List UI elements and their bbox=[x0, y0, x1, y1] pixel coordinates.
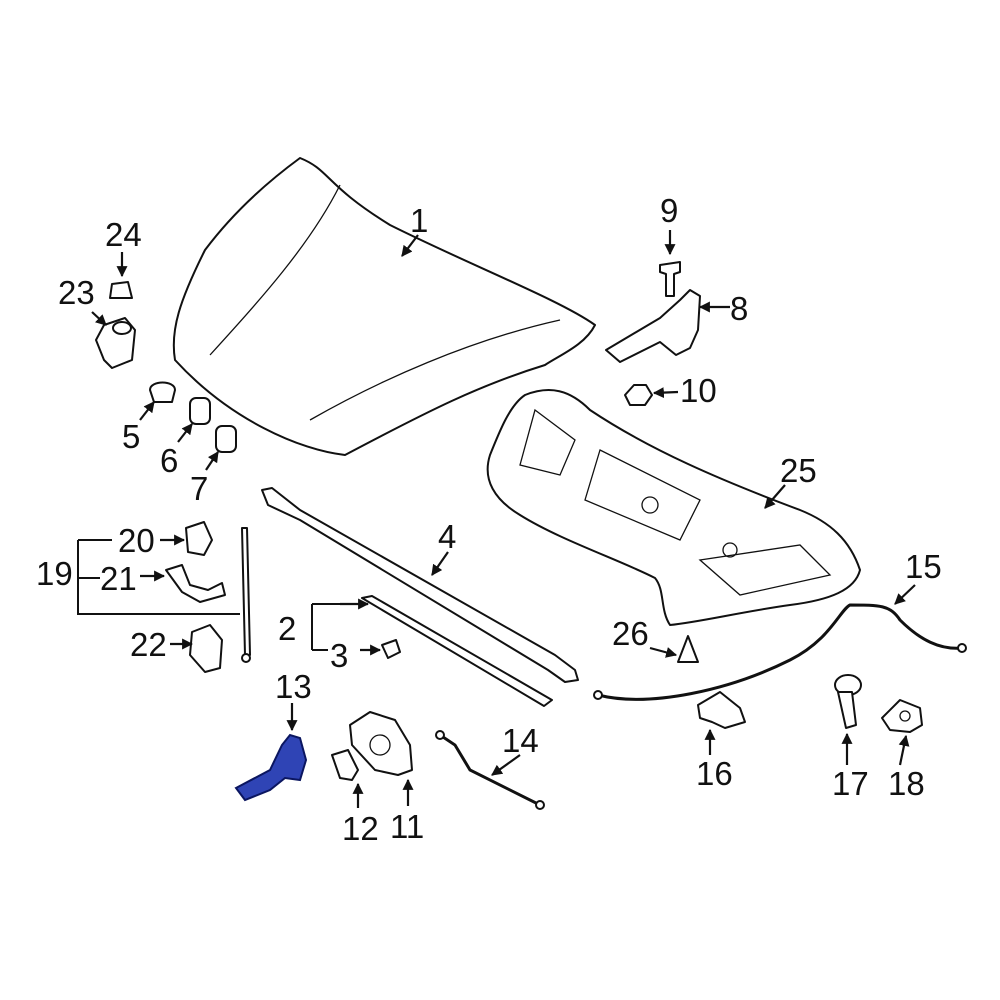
leader-26 bbox=[649, 646, 678, 658]
part-plug-5[interactable] bbox=[149, 381, 176, 403]
part-actuator-18[interactable] bbox=[881, 699, 923, 733]
part-hinge-8[interactable] bbox=[605, 289, 701, 363]
callout-1: 1 bbox=[410, 202, 428, 239]
callout-3: 3 bbox=[330, 637, 348, 674]
part-lever-17[interactable] bbox=[834, 674, 862, 729]
part-bolt-9[interactable] bbox=[659, 261, 681, 297]
callout-19: 19 bbox=[36, 555, 73, 592]
callout-2: 2 bbox=[278, 610, 296, 647]
callout-25: 25 bbox=[780, 452, 817, 489]
leader-18 bbox=[898, 734, 910, 766]
callout-14: 14 bbox=[502, 722, 539, 759]
callout-24: 24 bbox=[105, 216, 142, 253]
callout-5: 5 bbox=[122, 418, 140, 455]
part-clip-3[interactable] bbox=[381, 639, 401, 659]
callout-6: 6 bbox=[160, 442, 178, 479]
part-hood-latch-11[interactable] bbox=[349, 711, 413, 776]
leader-23 bbox=[91, 311, 107, 326]
part-hood[interactable] bbox=[172, 157, 596, 456]
callout-15: 15 bbox=[905, 548, 942, 585]
part-cable-holder-16[interactable] bbox=[697, 691, 746, 729]
callout-12: 12 bbox=[342, 810, 379, 847]
part-clip-20[interactable] bbox=[185, 521, 213, 556]
callout-20: 20 bbox=[118, 522, 155, 559]
part-bumper-24[interactable] bbox=[109, 281, 133, 299]
part-release-cable-15[interactable] bbox=[593, 603, 967, 701]
part-bumper-6[interactable] bbox=[189, 397, 211, 425]
callout-10: 10 bbox=[680, 372, 717, 409]
part-holder-22[interactable] bbox=[189, 624, 223, 673]
part-bumper-12[interactable] bbox=[331, 749, 359, 781]
part-seal-strip-2[interactable] bbox=[361, 595, 553, 707]
leader-4 bbox=[431, 551, 449, 576]
leader-7 bbox=[205, 451, 219, 471]
callout-9: 9 bbox=[660, 192, 678, 229]
callout-17: 17 bbox=[832, 765, 869, 802]
part-push-clip-26[interactable] bbox=[677, 635, 699, 663]
part-prop-rod[interactable] bbox=[241, 527, 251, 663]
part-bracket-23[interactable] bbox=[95, 317, 136, 369]
part-hood-insulator-25[interactable] bbox=[486, 389, 861, 626]
callout-23: 23 bbox=[58, 274, 95, 311]
callout-8: 8 bbox=[730, 290, 748, 327]
leader-14 bbox=[491, 754, 521, 776]
part-bracket-21[interactable] bbox=[165, 564, 226, 603]
leader-1 bbox=[401, 234, 419, 257]
callout-16: 16 bbox=[696, 755, 733, 792]
callout-18: 18 bbox=[888, 765, 925, 802]
part-seal-4[interactable] bbox=[261, 487, 579, 683]
leader-15 bbox=[894, 584, 916, 605]
callout-13: 13 bbox=[275, 668, 312, 705]
part-cable-14[interactable] bbox=[435, 730, 545, 810]
callout-22: 22 bbox=[130, 626, 167, 663]
leader-25 bbox=[764, 484, 786, 509]
bracket-19 bbox=[77, 539, 240, 615]
callout-7: 7 bbox=[190, 470, 208, 507]
leader-6 bbox=[177, 423, 193, 443]
callout-4: 4 bbox=[438, 518, 456, 555]
part-release-handle-13[interactable] bbox=[234, 733, 308, 802]
callout-21: 21 bbox=[100, 560, 137, 597]
callout-26: 26 bbox=[612, 615, 649, 652]
part-nut-10[interactable] bbox=[624, 384, 653, 406]
callout-11: 11 bbox=[390, 808, 424, 845]
leader-10 bbox=[652, 387, 679, 399]
part-bumper-7[interactable] bbox=[215, 425, 237, 453]
leader-5 bbox=[139, 401, 155, 421]
